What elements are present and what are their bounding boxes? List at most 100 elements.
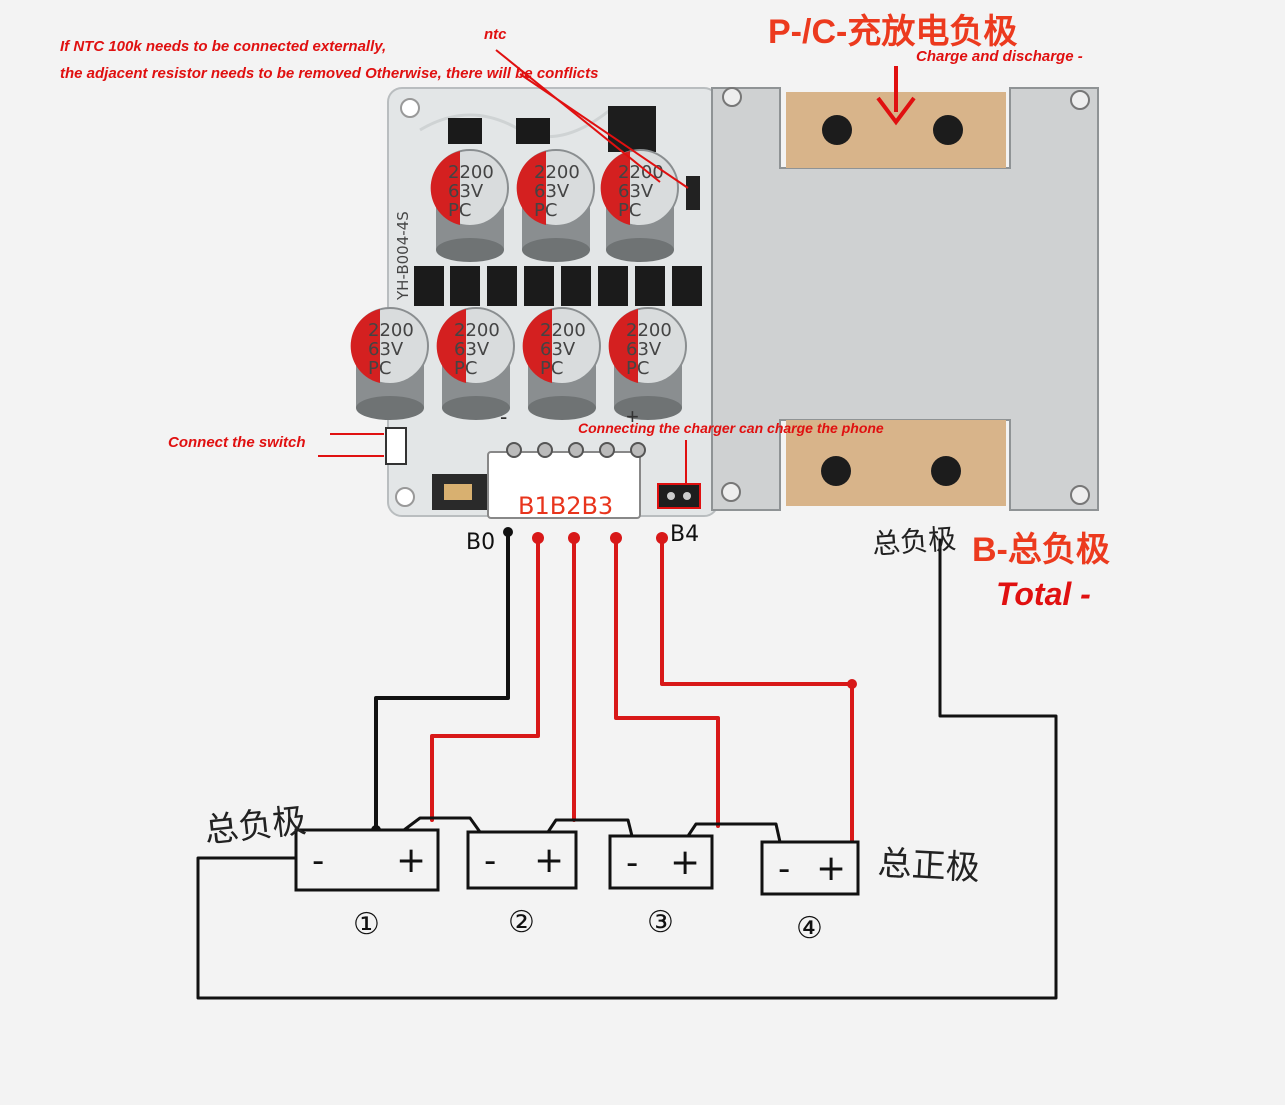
- p-minus-title: P-/C-充放电负极: [768, 13, 1018, 51]
- ic-chip: [516, 118, 550, 144]
- pad-hole: [821, 456, 851, 486]
- handwritten-total-positive: 总正极: [876, 843, 981, 889]
- capacitor-label: 63V: [618, 181, 654, 202]
- wire-junction: [847, 679, 857, 689]
- heatsink-plate: [711, 87, 1099, 511]
- board-plus-mark: +: [626, 404, 639, 429]
- capacitor-label: 2200: [454, 320, 500, 341]
- wire-b1: [430, 534, 540, 822]
- wire-end-b3: [610, 532, 622, 544]
- cell-minus-sign: -: [626, 843, 638, 883]
- series-link-1-2: [402, 816, 482, 834]
- cell-number: ②: [508, 905, 535, 940]
- cell-plus-sign: +: [670, 842, 700, 883]
- capacitor-label: PC: [534, 200, 557, 221]
- ntc-note-line2: the adjacent resistor needs to be remove…: [60, 65, 599, 82]
- charger-note: Connecting the charger can charge the ph…: [578, 420, 884, 436]
- series-link-3-4: [686, 822, 782, 844]
- battery-cell: -+ ③: [608, 834, 714, 940]
- capacitor-label: 2200: [448, 162, 494, 183]
- capacitor-label: 2200: [626, 320, 672, 341]
- capacitor-label: 63V: [448, 181, 484, 202]
- charger-pin: [667, 492, 675, 500]
- cell-number: ①: [353, 907, 380, 942]
- screw: [722, 87, 742, 107]
- connector-pin: [630, 442, 646, 458]
- pad-hole: [931, 456, 961, 486]
- series-link-2-3: [546, 818, 634, 838]
- capacitor-label: PC: [618, 200, 641, 221]
- capacitor-label: 2200: [618, 162, 664, 183]
- slide-switch-knob: [444, 484, 472, 500]
- pad-hole: [933, 115, 963, 145]
- switch-header: [385, 427, 407, 465]
- capacitor-label: 2200: [534, 162, 580, 183]
- screw: [1070, 485, 1090, 505]
- ntc-note-line1: If NTC 100k needs to be connected extern…: [60, 38, 387, 55]
- connector-label: B1B2B3: [518, 492, 614, 520]
- wire-b3: [614, 534, 720, 828]
- capacitor-label: 63V: [540, 339, 576, 360]
- battery-cell: - + ①: [294, 828, 440, 942]
- screw: [1070, 90, 1090, 110]
- ntc-pads: [686, 176, 700, 210]
- ntc-label: ntc: [484, 26, 507, 43]
- cell-minus-sign: -: [778, 849, 790, 889]
- capacitor-label: 63V: [626, 339, 662, 360]
- capacitor-label: PC: [448, 200, 471, 221]
- screw: [721, 482, 741, 502]
- board-silkscreen: YH-B004-4S: [394, 211, 412, 301]
- capacitor-label: 63V: [454, 339, 490, 360]
- capacitor-label: 63V: [368, 339, 404, 360]
- cell-minus-sign: -: [312, 841, 324, 881]
- charger-pin: [683, 492, 691, 500]
- cell-plus-sign: +: [534, 840, 564, 881]
- cell-plus-sign: +: [816, 848, 846, 889]
- cell-number: ④: [796, 911, 823, 946]
- wire-end-b1: [532, 532, 544, 544]
- cell-plus-sign: +: [396, 840, 426, 881]
- capacitor-label: PC: [368, 358, 391, 379]
- handwritten-total-negative-board: 总负极: [871, 522, 958, 561]
- capacitor-label: PC: [454, 358, 477, 379]
- charger-header: [657, 483, 701, 509]
- pin-b4-label: B4: [670, 522, 700, 547]
- mosfet-row: [414, 266, 702, 306]
- wire-end-b4: [656, 532, 668, 544]
- mounting-hole: [400, 98, 420, 118]
- capacitor-label: PC: [540, 358, 563, 379]
- copper-pad-bottom: [786, 420, 1006, 506]
- ntc-pointer: [495, 49, 661, 183]
- pad-hole: [822, 115, 852, 145]
- p-minus-arrowhead: [876, 96, 916, 126]
- balance-connector: [487, 451, 641, 519]
- cell-number: ③: [647, 905, 674, 940]
- board-minus-mark: -: [500, 404, 508, 429]
- b-minus-subtitle: Total -: [996, 576, 1091, 612]
- wire-end-b0: [503, 527, 513, 537]
- connector-pin: [506, 442, 522, 458]
- mounting-hole: [395, 487, 415, 507]
- connector-pin: [568, 442, 584, 458]
- wire-b-minus-total: [196, 538, 1058, 1000]
- wire-b4: [660, 534, 854, 848]
- wire-b0: [374, 528, 510, 832]
- capacitor-label: 63V: [534, 181, 570, 202]
- pin-b0-label: B0: [466, 530, 496, 555]
- connector-pin: [537, 442, 553, 458]
- capacitor-label: PC: [626, 358, 649, 379]
- cell-minus-sign: -: [484, 841, 496, 881]
- b-minus-title: B-总负极: [972, 531, 1110, 569]
- capacitor-label: 2200: [540, 320, 586, 341]
- connector-pin: [599, 442, 615, 458]
- switch-note: Connect the switch: [168, 434, 306, 451]
- p-minus-subtitle: Charge and discharge -: [916, 48, 1083, 65]
